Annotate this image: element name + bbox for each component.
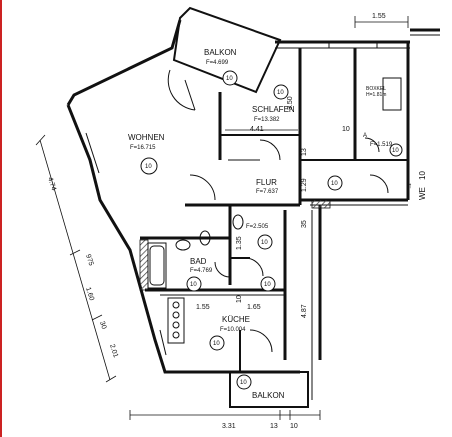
door-kueche <box>249 329 273 353</box>
dimension-texts: 1.55 3.50 4.41 10 13 1.29 35 4.87 4.74 9… <box>46 13 386 430</box>
door-wohnen <box>189 174 216 201</box>
room-name: BALKON <box>252 391 285 400</box>
dim-text: 10 <box>342 126 350 133</box>
room-code: 10 <box>331 181 338 187</box>
dim-text: 13 <box>270 423 278 430</box>
door-schlafen <box>259 139 281 161</box>
dim-text: 1.55 <box>372 13 386 20</box>
dim-text: 3.31 <box>222 423 236 430</box>
room-bad: BAD F=4.769 10 10 <box>186 257 276 292</box>
dim-text: 10 <box>236 295 243 303</box>
room-code: 10 <box>190 282 197 288</box>
room-code: 10 <box>261 240 268 246</box>
room-code: 10 <box>277 90 284 96</box>
room-name: SCHLAFEN <box>252 105 295 114</box>
dim-text: 35 <box>301 220 308 228</box>
room-code-2: 10 <box>264 282 271 288</box>
door-bad <box>214 261 231 278</box>
dim-text: 1.60 <box>84 286 95 301</box>
interior-walls <box>139 48 408 372</box>
shaft <box>139 239 149 291</box>
room-code: 10 <box>213 341 220 347</box>
room-wohnen: WOHNEN F=16.715 10 <box>128 133 165 175</box>
room-name: KÜCHE <box>222 315 250 324</box>
room-area: F=13.382 <box>254 117 280 123</box>
dim-left-diagonal <box>39 139 111 381</box>
dim-text: 1.55 <box>196 304 210 311</box>
doors <box>167 69 389 353</box>
windows <box>80 42 378 356</box>
room-code: 10 <box>392 148 399 154</box>
nachbar-area: H=1.81m <box>366 92 386 98</box>
room-area: F=1.519 <box>370 142 393 148</box>
dim-text: 2.01 <box>108 343 119 358</box>
room-area: F=10.004 <box>220 327 246 333</box>
door-abstell <box>364 137 380 153</box>
room-abstell: A F=1.519 10 BOXKEL H=1.81m <box>363 86 403 157</box>
wall-left-diagonal <box>66 104 235 374</box>
room-area: F=4.769 <box>190 268 213 274</box>
room-code: 10 <box>226 76 233 82</box>
room-wc: F=2.505 10 <box>246 224 273 250</box>
dim-text: 30 <box>98 320 107 330</box>
kitchen-counter <box>167 297 185 344</box>
boiler-box <box>382 77 402 111</box>
dim-text: 975 <box>84 253 94 266</box>
dim-text: 3.50 <box>287 96 294 110</box>
room-area: F=2.505 <box>246 224 269 230</box>
room-code: 10 <box>240 380 247 386</box>
we-label: WE <box>418 187 427 200</box>
door-entrance <box>369 174 389 194</box>
room-schlafen: 10 SCHLAFEN F=13.382 <box>252 84 295 123</box>
door-wc <box>244 257 264 277</box>
door-balkon-top <box>167 69 196 111</box>
room-flur: FLUR F=7.637 10 <box>256 175 343 195</box>
balkon-top-outline <box>172 6 282 94</box>
dimension-lines <box>35 16 409 420</box>
room-name: FLUR <box>256 178 277 187</box>
room-code: 10 <box>145 164 152 170</box>
bathtub <box>147 242 167 289</box>
wall-wohnen-top <box>66 19 182 106</box>
wc-toilet <box>232 214 244 230</box>
we-number: 10 <box>418 171 427 180</box>
dim-text: 1.35 <box>236 236 243 250</box>
toilet <box>199 230 211 246</box>
room-name: BALKON <box>204 48 237 57</box>
room-kueche: KÜCHE F=10.004 10 <box>209 315 250 351</box>
room-area: F=4.699 <box>206 60 229 66</box>
washbasin <box>175 239 191 251</box>
dim-text: 4.41 <box>250 126 264 133</box>
room-name: BAD <box>190 257 207 266</box>
nachbar-label: BOXKEL <box>366 86 386 92</box>
room-name: A <box>363 133 367 139</box>
dim-text: 4.74 <box>46 176 57 191</box>
room-name: WOHNEN <box>128 133 165 142</box>
room-area: F=16.715 <box>130 145 156 151</box>
dim-text: 4.87 <box>301 304 308 318</box>
hatch-block <box>311 199 331 209</box>
up-arrow-icon: ↑ <box>408 181 412 190</box>
left-red-edge <box>0 0 2 437</box>
dim-text: 10 <box>290 423 298 430</box>
room-balkon-bottom: 10 BALKON <box>236 374 285 400</box>
room-balkon-top: BALKON F=4.699 10 <box>204 48 238 86</box>
room-area: F=7.637 <box>256 189 279 195</box>
dim-text: 1.29 <box>301 178 308 192</box>
dim-text: 13 <box>301 148 308 156</box>
balkon-bottom-outline <box>229 371 309 408</box>
fixtures <box>147 77 402 344</box>
dim-text: 1.65 <box>247 304 261 311</box>
